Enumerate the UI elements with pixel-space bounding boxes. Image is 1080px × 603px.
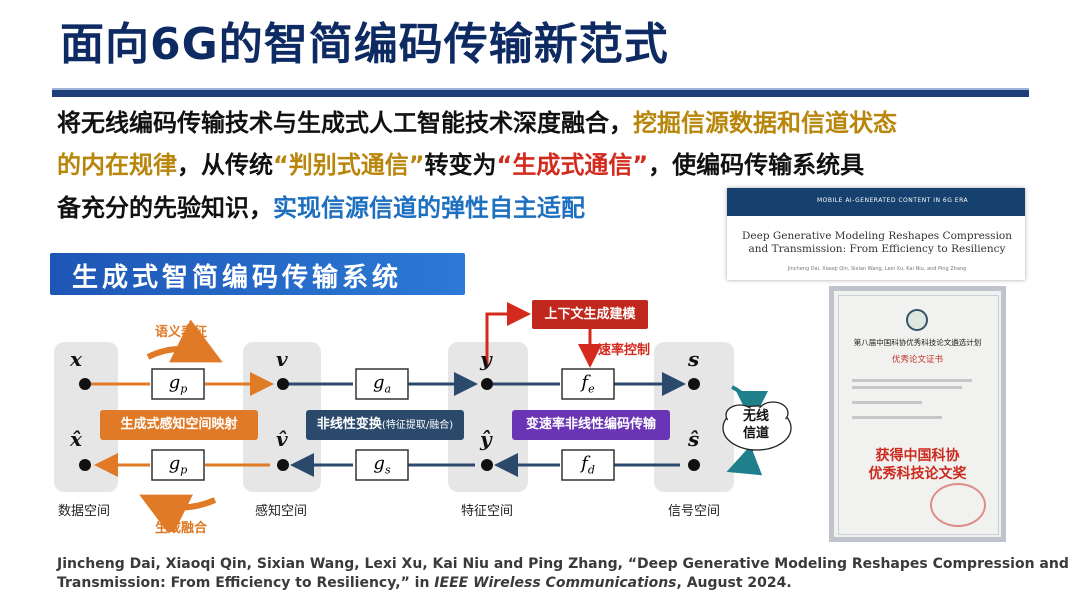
dot-yhat	[481, 459, 493, 471]
fusion-label: 生成融合	[155, 521, 208, 536]
fd-box	[561, 449, 615, 481]
var-xhat: x̂	[70, 427, 82, 451]
dot-xhat	[79, 459, 91, 471]
citation-journal: IEEE Wireless Communications	[434, 575, 677, 591]
ga-box	[355, 368, 409, 400]
nonlinear-label: 非线性变换(特征提取/融合)	[316, 417, 454, 432]
certificate-seal-icon	[930, 483, 986, 527]
space-label-feature: 特征空间	[461, 504, 514, 519]
certificate-heading: 第八届中国科协优秀科技论文遴选计划	[853, 338, 982, 347]
dot-x	[79, 378, 91, 390]
fd-label: fd	[581, 453, 595, 477]
mapping-box	[100, 410, 258, 440]
semantic-arrow	[146, 319, 223, 363]
title-underline-light	[52, 88, 1029, 90]
certificate-body	[852, 375, 982, 423]
gp-bottom-box	[151, 449, 205, 481]
intro-text: 将无线编码传输技术与生成式人工智能技术深度融合，	[57, 109, 633, 137]
gp-top-label: gp	[168, 372, 188, 396]
citation-line-2: Transmission: From Efficiency to Resilie…	[57, 575, 792, 591]
dot-vhat	[277, 459, 289, 471]
paper-thumbnail: MOBILE AI-GENERATED CONTENT IN 6G ERA De…	[727, 188, 1025, 280]
variable-rate-label: 变速率非线性编码传输	[525, 417, 656, 432]
fe-label: fe	[581, 372, 595, 396]
intro-text: ，从传统	[177, 151, 273, 179]
var-v: v	[276, 347, 288, 371]
mapping-label: 生成式感知空间映射	[120, 417, 238, 432]
certificate-award: 获得中国科协 优秀科技论文奖	[834, 447, 1001, 483]
rate-control-label: 速率控制	[598, 343, 651, 358]
fe-box	[561, 368, 615, 400]
var-x: x	[70, 347, 82, 371]
fusion-arrow	[139, 494, 217, 532]
semantic-label: 语义表征	[155, 325, 208, 340]
space-label-perception: 感知空间	[255, 504, 308, 519]
space-label-data: 数据空间	[58, 504, 111, 519]
var-s: s	[688, 347, 700, 371]
intro-line-2: 的内在规律，从传统“判别式通信”转变为“生成式通信”，使编码传输系统具	[57, 150, 864, 180]
certificate-border	[838, 295, 999, 535]
dot-shat	[688, 459, 700, 471]
space-label-signal: 信号空间	[668, 504, 721, 519]
paper-header-band: MOBILE AI-GENERATED CONTENT IN 6G ERA	[727, 188, 1025, 216]
intro-line-3: 备充分的先验知识，实现信源信道的弹性自主适配	[57, 193, 585, 223]
certificate-award-line-2: 优秀科技论文奖	[868, 466, 967, 482]
dot-s	[688, 378, 700, 390]
context-model-box	[532, 300, 648, 329]
gs-box	[355, 449, 409, 481]
page-title: 面向6G的智简编码传输新范式	[60, 19, 669, 70]
context-model-label: 上下文生成建模	[544, 307, 636, 322]
intro-highlight: “判别式通信”	[273, 151, 425, 179]
paper-authors: Jincheng Dai, Xiaoqi Qin, Sixian Wang, L…	[787, 266, 967, 272]
intro-line-1: 将无线编码传输技术与生成式人工智能技术深度融合，挖掘信源数据和信道状态	[57, 108, 897, 138]
var-shat: ŝ	[688, 427, 700, 451]
system-diagram	[54, 300, 792, 532]
intro-text: 备充分的先验知识，	[57, 194, 273, 222]
certificate-award-line-1: 获得中国科协	[875, 448, 960, 464]
title-underline	[52, 90, 1029, 97]
wireless-label: 无线信道	[742, 409, 769, 441]
award-certificate: 第八届中国科协优秀科技论文遴选计划 优秀论文证书 获得中国科协 优秀科技论文奖	[829, 286, 1006, 542]
dot-y	[481, 378, 493, 390]
intro-highlight: 挖掘信源数据和信道状态	[633, 109, 897, 137]
intro-highlight: 的内在规律	[57, 151, 177, 179]
var-y: y	[480, 347, 492, 371]
paper-title: Deep Generative Modeling Reshapes Compre…	[741, 230, 1013, 255]
wireless-channel-cloud	[722, 401, 792, 451]
cast-logo-icon	[906, 309, 928, 331]
intro-text: 转变为	[424, 151, 497, 179]
arrow-y-to-context	[485, 302, 531, 365]
variable-rate-box	[512, 410, 670, 440]
nonlinear-box	[306, 410, 464, 440]
citation-line-1: Jincheng Dai, Xiaoqi Qin, Sixian Wang, L…	[57, 556, 1069, 572]
var-yhat: ŷ	[480, 427, 492, 451]
gs-label: gs	[373, 453, 391, 477]
intro-highlight-blue: 实现信源信道的弹性自主适配	[273, 194, 585, 222]
intro-text: ，使编码传输系统具	[648, 151, 865, 179]
gp-bottom-label: gp	[168, 453, 188, 477]
intro-highlight-red: “生成式通信”	[496, 151, 649, 179]
var-vhat: v̂	[276, 427, 288, 451]
certificate-subheading: 优秀论文证书	[891, 355, 943, 365]
dot-v	[277, 378, 289, 390]
ga-label: ga	[372, 372, 392, 396]
citation: Jincheng Dai, Xiaoqi Qin, Sixian Wang, L…	[57, 555, 1069, 593]
system-banner: 生成式智简编码传输系统	[50, 253, 465, 295]
system-banner-text: 生成式智简编码传输系统	[72, 263, 403, 293]
paper-band-text: MOBILE AI-GENERATED CONTENT IN 6G ERA	[817, 197, 969, 204]
gp-top-box	[151, 368, 205, 400]
